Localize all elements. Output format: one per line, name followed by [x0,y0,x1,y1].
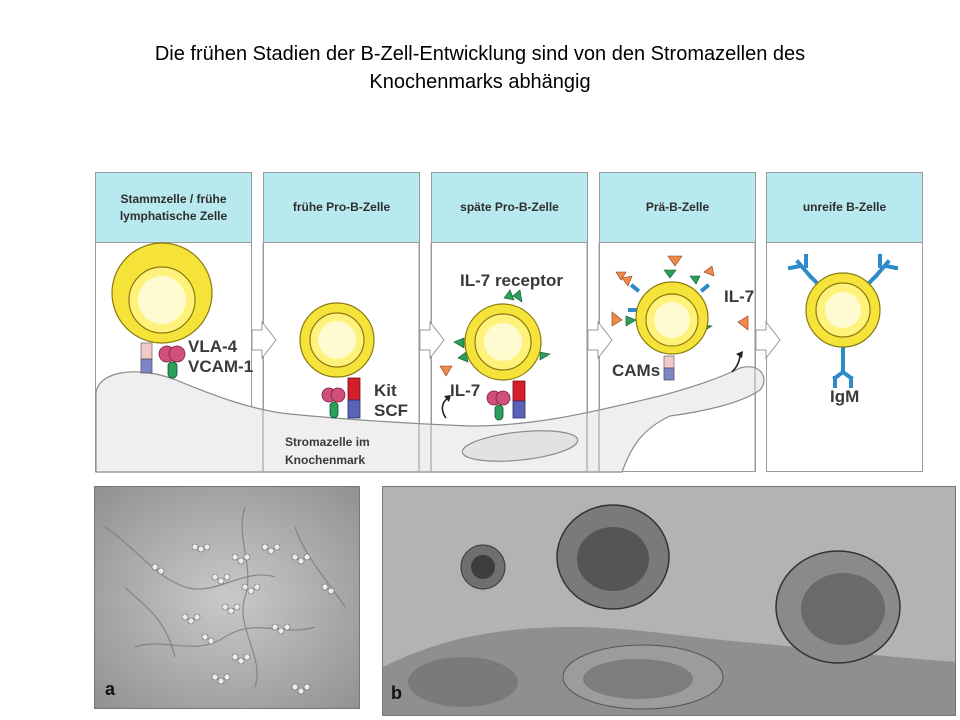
late-pro-b-cell [464,303,542,381]
stage-header-4: Prä-B-Zelle [600,173,755,243]
vla4-vcam1-pair [140,342,186,379]
label-il7-right: IL-7 [724,287,754,306]
label-kit: Kit [374,381,397,400]
il7-curved-arrow-left [441,397,449,419]
cam-pair [663,355,675,381]
micrograph-b: b [382,486,956,716]
micrograph-a-letter: a [105,679,116,699]
arrow-2-3 [419,320,445,360]
stem-cell [111,242,213,344]
il7-left-ligand [439,365,453,377]
early-pro-b-cell [299,302,375,378]
igm-receptors [787,254,899,388]
title-line-1: Die frühen Stadien der B-Zell-Entwicklun… [154,43,806,65]
arrow-1-2 [251,320,277,360]
label-igm: IgM [830,387,859,406]
arrow-4-5 [755,320,781,360]
label-vla4: VLA-4 [188,337,238,356]
title-line-2: Knochenmarks abhängig [369,71,591,93]
immature-b-cell [805,272,881,348]
micrograph-b-image [383,487,955,715]
il7-receptors [453,289,551,363]
arrow-3-4 [587,320,613,360]
page-title: Die frühen Stadien der B-Zell-Entwicklun… [40,40,920,96]
stage-header-3: späte Pro-B-Zelle [432,173,587,243]
label-vcam1: VCAM-1 [188,357,253,376]
label-cams: CAMs [612,361,660,380]
late-kit-scf-pair [486,380,526,421]
stroma-cell-label: Stromazelle im Knochenmark [285,435,370,467]
micrograph-b-letter: b [391,683,402,703]
micrograph-a-image [95,487,359,708]
stage-header-5: unreife B-Zelle [767,173,922,243]
pre-b-cell [635,281,709,355]
label-scf: SCF [374,401,408,420]
stage-header-1: Stammzelle / frühe lymphatische Zelle [96,173,251,243]
stage-header-2: frühe Pro-B-Zelle [264,173,419,243]
stroma-cell-shape [95,366,765,473]
stroma-nucleus [461,430,579,462]
micrograph-a: a [94,486,360,709]
label-il7-receptor: IL-7 receptor [460,271,563,290]
label-il7-left: IL-7 [450,381,480,400]
kit-scf-pair [321,377,361,419]
